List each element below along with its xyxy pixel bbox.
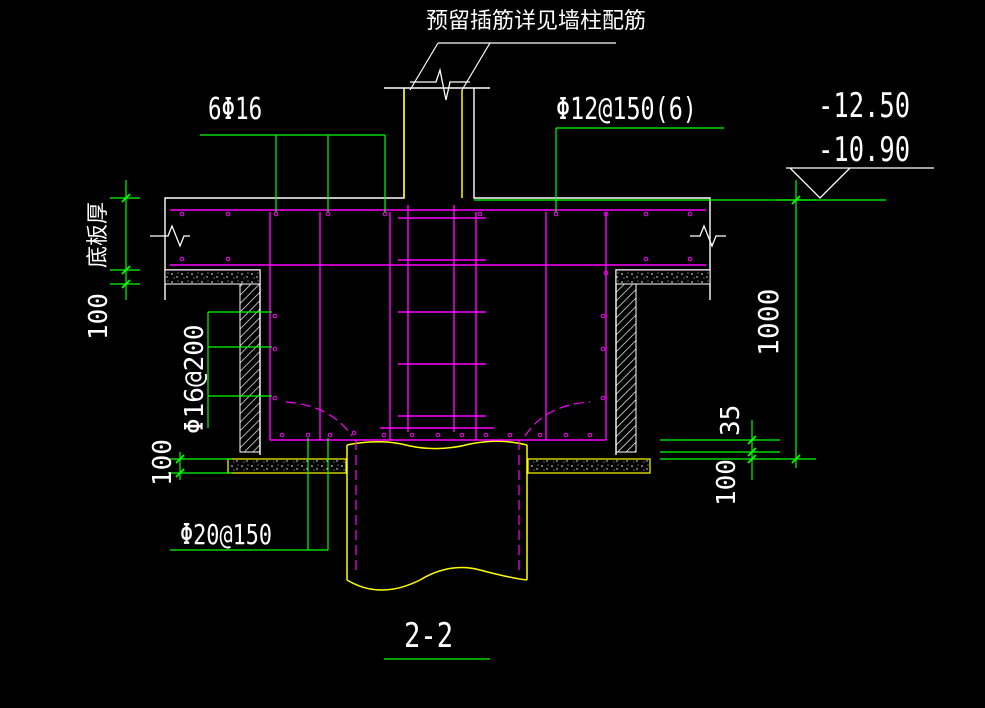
pile-dashed-rebar: [285, 401, 591, 570]
dim-35-label: 35: [716, 404, 746, 436]
dim-100-left-label: 100: [84, 293, 114, 340]
leader-lines: [110, 127, 886, 660]
elevation-marker: [786, 167, 934, 199]
rebar-dots: [179, 211, 693, 438]
section-title: 2-2: [404, 616, 454, 656]
bottom-cushion-right: [527, 458, 651, 474]
dim-1000-label: 1000: [752, 288, 785, 356]
pile-outline: [346, 440, 528, 591]
elevation-label-1: -12.50: [818, 86, 911, 126]
slab-cushion-right: [615, 269, 711, 285]
dimension-ticks: [121, 193, 801, 478]
side-rebar-label: Φ16@200: [180, 324, 210, 434]
column-outline: [403, 90, 463, 198]
right-wall-hatch: [615, 283, 637, 453]
top-note-label: 预留插筋详见墙柱配筋: [426, 9, 647, 34]
top-rebar-label: 6Φ16: [208, 92, 263, 127]
dim-100-right-label: 100: [712, 459, 742, 506]
slab-cushion-left: [164, 269, 261, 285]
left-wall-hatch: [239, 283, 261, 453]
dim-100-bottom-label: 100: [148, 439, 178, 486]
stirrup-label: Φ12@150(6): [556, 92, 697, 127]
elevation-label-2: -10.90: [818, 130, 911, 170]
top-note-leader: [409, 42, 616, 91]
bottom-rebar-label: Φ20@150: [180, 518, 273, 551]
rebar-cage: [170, 205, 706, 441]
bottom-cushion-left: [227, 458, 347, 474]
break-marks: [150, 67, 726, 248]
slab-thickness-label: 底板厚: [86, 201, 111, 268]
